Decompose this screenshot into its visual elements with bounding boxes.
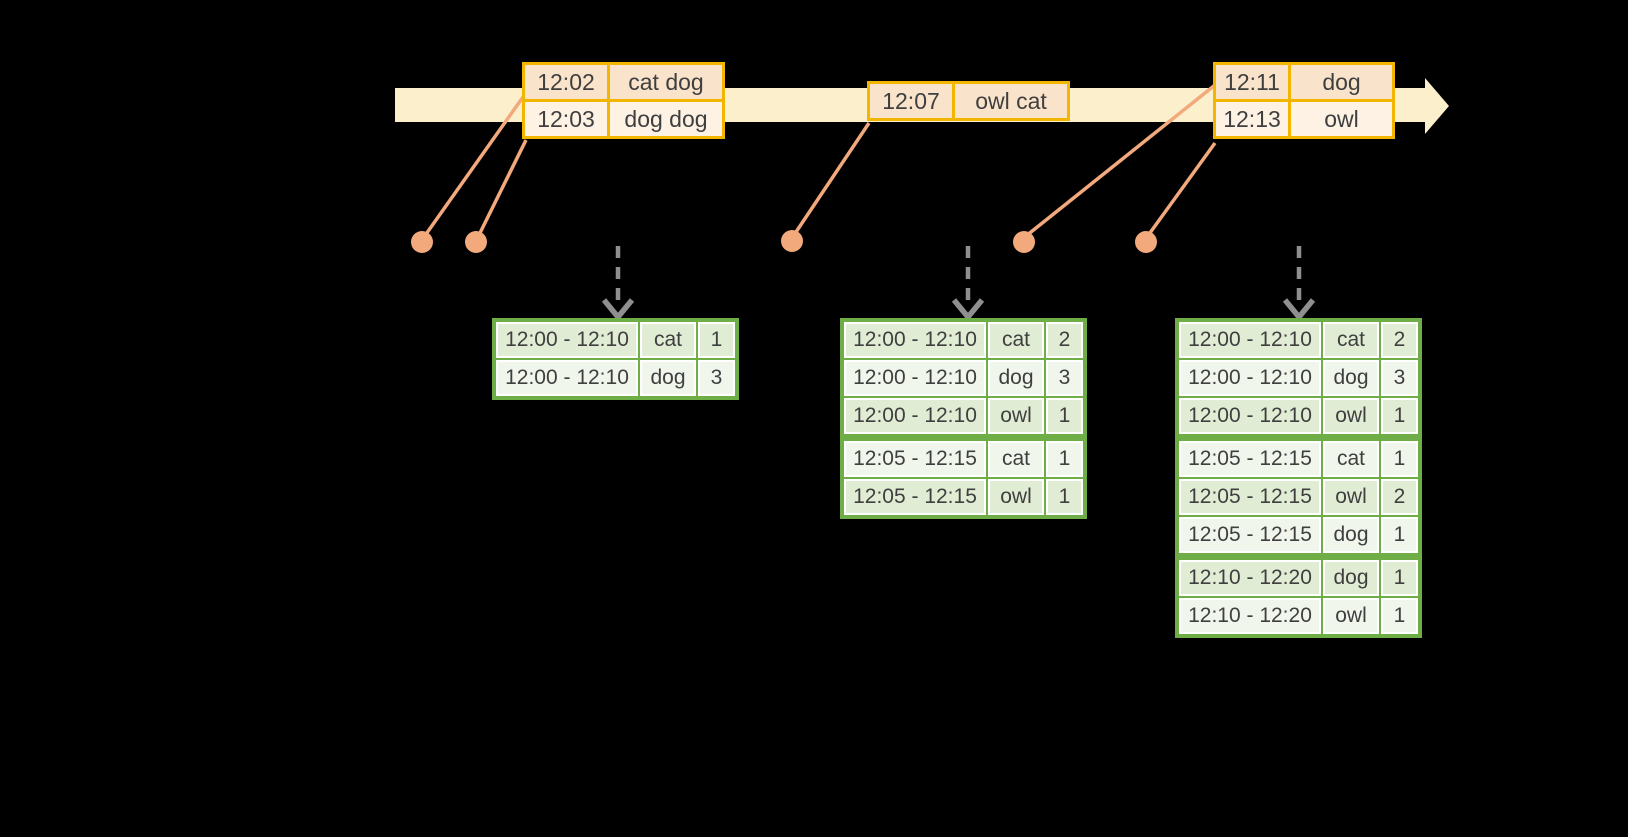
word-cell: dog	[988, 360, 1044, 396]
window-cell: 12:00 - 12:10	[1179, 398, 1321, 434]
word-cell: owl	[988, 398, 1044, 434]
event-dot-icon	[465, 231, 487, 253]
word-cell: dog	[1323, 560, 1379, 596]
word-cell: cat	[1323, 441, 1379, 477]
word-cell: owl	[1323, 479, 1379, 515]
window-cell: 12:05 - 12:15	[844, 441, 986, 477]
word-cell: dog	[1323, 360, 1379, 396]
word-cell: cat	[640, 322, 696, 358]
event-words-cell: owl	[1291, 102, 1392, 136]
event-time-cell: 12:02	[525, 65, 607, 99]
count-cell: 2	[1046, 322, 1083, 358]
word-cell: owl	[988, 479, 1044, 515]
window-cell: 12:00 - 12:10	[496, 322, 638, 358]
event-time-cell: 12:11	[1216, 65, 1288, 99]
trigger-arrows	[601, 246, 1316, 322]
event-time-cell: 12:13	[1216, 102, 1288, 136]
window-cell: 12:10 - 12:20	[1179, 598, 1321, 634]
window-cell: 12:05 - 12:15	[1179, 479, 1321, 515]
leader-line	[422, 95, 525, 239]
leader-line	[792, 122, 871, 236]
word-cell: owl	[1323, 598, 1379, 634]
count-cell: 1	[1046, 441, 1083, 477]
count-cell: 3	[1381, 360, 1418, 396]
window-cell: 12:05 - 12:15	[1179, 441, 1321, 477]
window-cell: 12:00 - 12:10	[496, 360, 638, 396]
leader-line	[476, 139, 528, 238]
dashed-down-arrow-icon	[601, 246, 635, 322]
count-cell: 1	[1381, 560, 1418, 596]
event-dot-icon	[411, 231, 433, 253]
event-dot-icon	[781, 230, 803, 252]
leader-line	[1024, 83, 1217, 238]
window-cell: 12:00 - 12:10	[844, 398, 986, 434]
event-dot-icon	[1013, 231, 1035, 253]
leader-line	[1145, 141, 1217, 239]
event-words-cell: dog	[1291, 65, 1392, 99]
word-cell: owl	[1323, 398, 1379, 434]
event-dot-icon	[1135, 231, 1157, 253]
count-cell: 1	[1381, 441, 1418, 477]
count-cell: 1	[1381, 398, 1418, 434]
count-cell: 2	[1381, 322, 1418, 358]
window-cell: 12:10 - 12:20	[1179, 560, 1321, 596]
window-cell: 12:05 - 12:15	[844, 479, 986, 515]
event-words-cell: cat dog	[610, 65, 722, 99]
window-cell: 12:05 - 12:15	[1179, 517, 1321, 553]
event-words-cell: owl cat	[955, 84, 1067, 118]
event-time-cell: 12:07	[870, 84, 952, 118]
count-cell: 2	[1381, 479, 1418, 515]
word-cell: cat	[988, 322, 1044, 358]
window-cell: 12:00 - 12:10	[1179, 360, 1321, 396]
count-cell: 1	[1381, 517, 1418, 553]
window-cell: 12:00 - 12:10	[844, 322, 986, 358]
event-dots	[411, 230, 1157, 253]
event-time-cell: 12:03	[525, 102, 607, 136]
word-cell: dog	[1323, 517, 1379, 553]
event-leader-lines	[422, 83, 1217, 239]
count-cell: 1	[698, 322, 735, 358]
count-cell: 3	[698, 360, 735, 396]
word-cell: cat	[1323, 322, 1379, 358]
word-cell: dog	[640, 360, 696, 396]
count-cell: 3	[1046, 360, 1083, 396]
count-cell: 1	[1046, 398, 1083, 434]
window-cell: 12:00 - 12:10	[844, 360, 986, 396]
count-cell: 1	[1046, 479, 1083, 515]
dashed-down-arrow-icon	[1282, 246, 1316, 322]
word-cell: cat	[988, 441, 1044, 477]
event-words-cell: dog dog	[610, 102, 722, 136]
window-cell: 12:00 - 12:10	[1179, 322, 1321, 358]
count-cell: 1	[1381, 598, 1418, 634]
dashed-down-arrow-icon	[951, 246, 985, 322]
